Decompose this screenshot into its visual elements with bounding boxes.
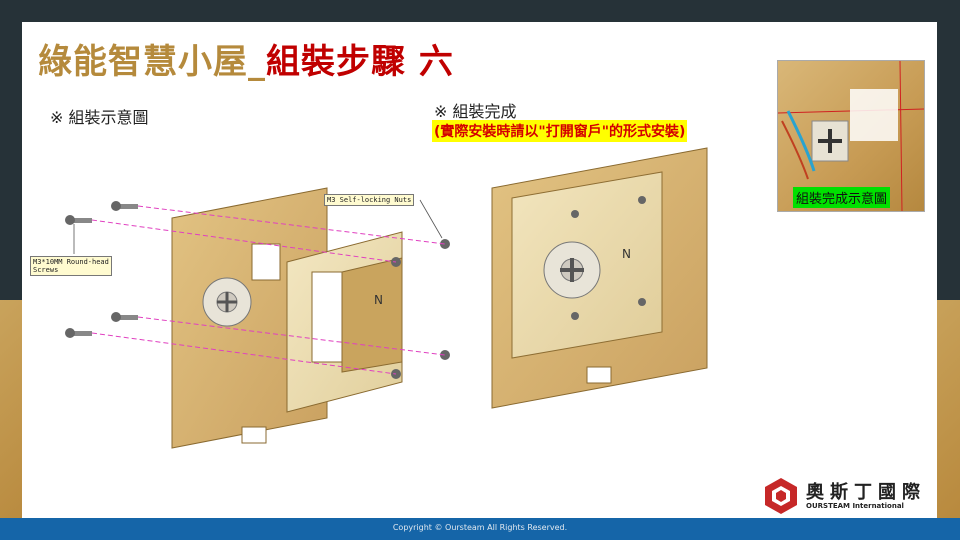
label-diagram: ※ 組裝示意圖 [50,108,149,127]
footer-bar: Copyright © Oursteam All Rights Reserved… [0,518,960,540]
slider-frame-exploded [286,231,403,413]
install-note: (實際安裝時請以"打開窗戶"的形式安裝) [432,120,688,142]
title-step: 組裝步驟 六 [266,42,454,82]
assembly-illustration: N [65,147,708,449]
slide-title: 綠能智慧小屋_組裝步驟 六 [38,34,454,83]
panel-marker-right: N [622,247,631,261]
title-project: 綠能智慧小屋_ [38,42,266,82]
screw-set [65,201,138,338]
callout-nuts: M3 Self-locking Nuts [324,194,415,206]
completed-photo [777,60,925,212]
assembly-guides [91,205,446,375]
company-logo: 奧斯丁國際 OURSTEAM International [762,476,932,516]
top-band [0,0,960,22]
slide-canvas: 綠能智慧小屋_組裝步驟 六 ※ 組裝示意圖 ※ 組裝完成 (實際安裝時請以"打開… [22,22,937,518]
logo-name-cn: 奧斯丁國際 [806,482,926,503]
panel-marker: N [374,293,383,307]
footer-copyright: Copyright © Oursteam All Rights Reserved… [392,523,568,532]
oursteam-logo-icon [765,478,797,514]
logo-name-en: OURSTEAM International [806,502,904,510]
callout-screws-line1: M3*10MM Round-head [33,258,109,266]
callout-screws: M3*10MM Round-head Screws [30,256,112,276]
photo-caption: 組裝完成示意圖 [793,187,891,208]
label-complete: ※ 組裝完成 [434,102,517,121]
gear-exploded [202,277,252,327]
assembled-panel [491,147,708,409]
callout-screws-line2: Screws [33,266,59,274]
